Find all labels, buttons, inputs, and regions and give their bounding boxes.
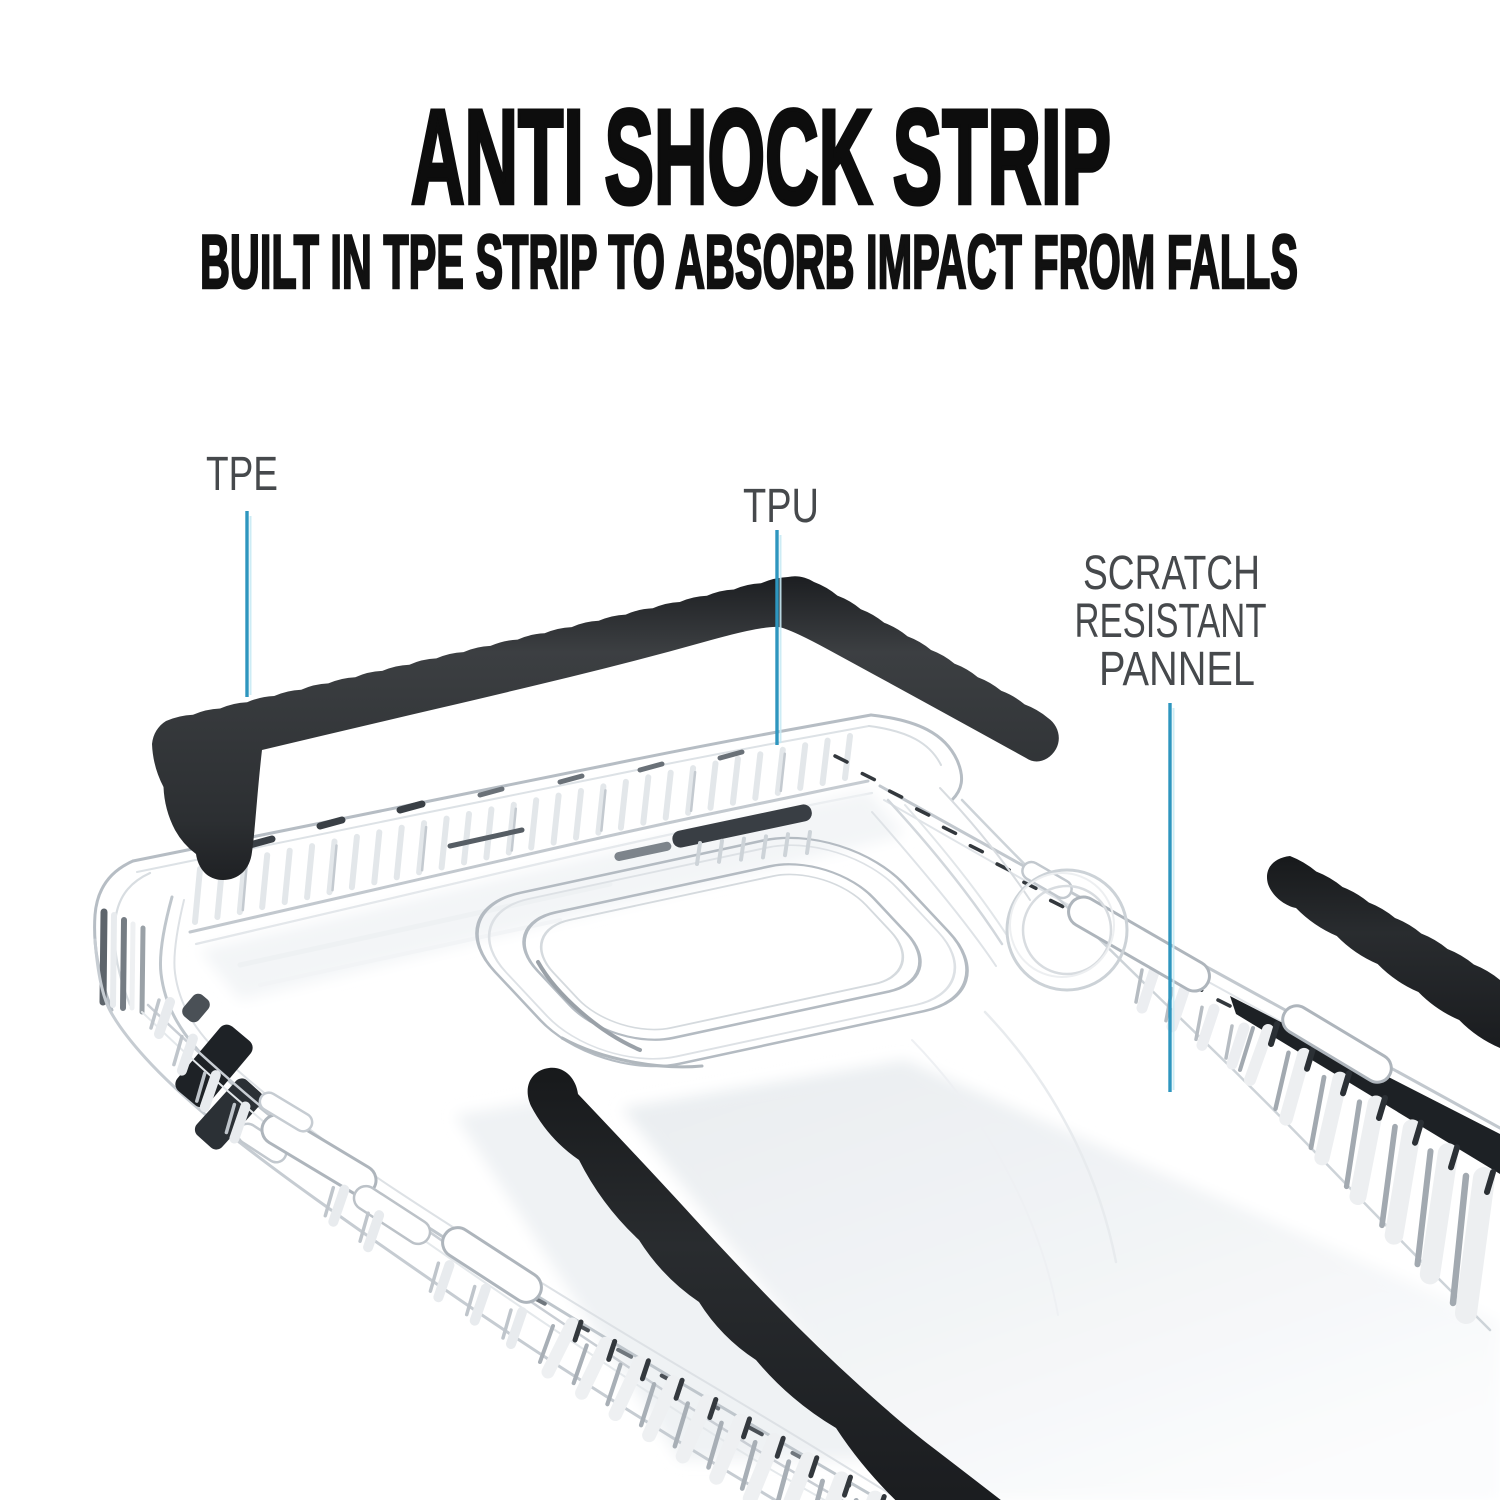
svg-text:PANNEL: PANNEL bbox=[1099, 643, 1255, 696]
svg-text:RESISTANT: RESISTANT bbox=[1075, 595, 1267, 648]
svg-text:TPU: TPU bbox=[743, 480, 819, 533]
svg-text:SCRATCH: SCRATCH bbox=[1083, 547, 1260, 600]
svg-text:TPE: TPE bbox=[206, 448, 278, 501]
svg-text:BUILT IN TPE STRIP TO ABSORB I: BUILT IN TPE STRIP TO ABSORB IMPACT FROM… bbox=[200, 220, 1298, 305]
svg-text:ANTI SHOCK STRIP: ANTI SHOCK STRIP bbox=[411, 83, 1111, 232]
